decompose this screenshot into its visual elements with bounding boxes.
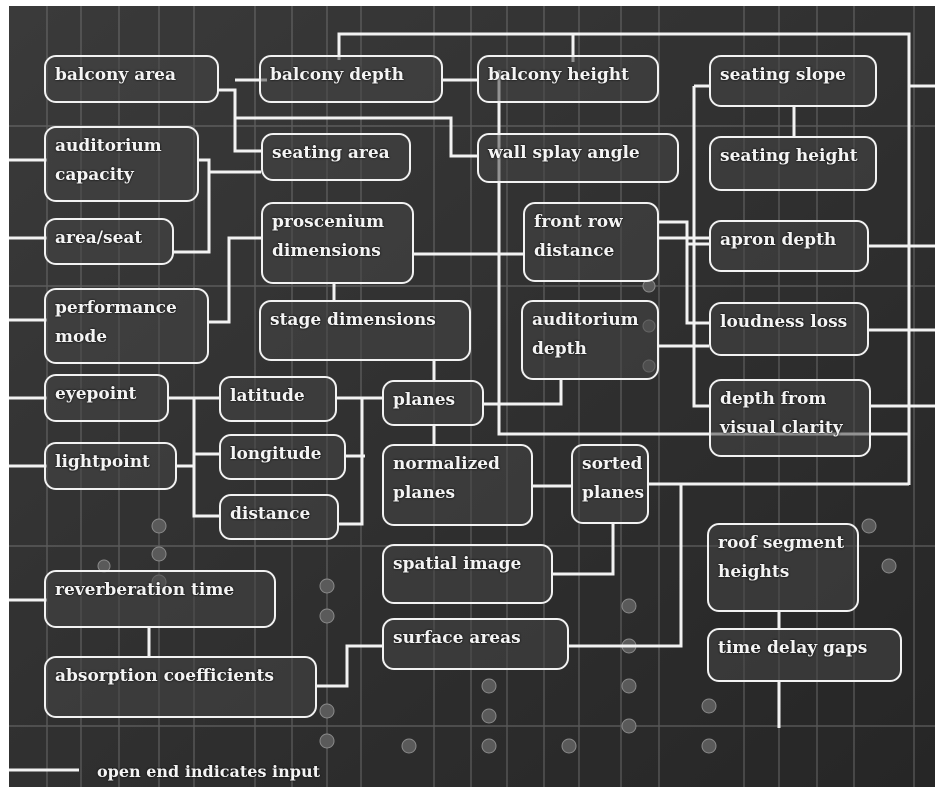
area-seat-node: area/seat: [44, 218, 174, 265]
loudness-loss-node: loudness loss: [709, 302, 869, 356]
balcony-area-node: balcony area: [44, 55, 219, 103]
distance-node: distance: [219, 494, 339, 540]
spatial-image-node: spatial image: [382, 544, 553, 604]
longitude-node: longitude: [219, 434, 346, 480]
auditorium-capacity-node: auditorium capacity: [44, 126, 199, 202]
legend-text: open end indicates input: [97, 762, 320, 781]
stage-dimensions-node: stage dimensions: [259, 300, 471, 361]
proscenium-dimensions-node: proscenium dimensions: [261, 202, 414, 284]
wall-splay-angle-node: wall splay angle: [477, 133, 679, 183]
seating-area-node: seating area: [261, 133, 411, 181]
roof-segment-heights-node: roof segment heights: [707, 523, 859, 612]
performance-mode-node: performance mode: [44, 288, 209, 364]
front-row-distance-node: front row distance: [523, 202, 659, 282]
lightpoint-node: lightpoint: [44, 442, 177, 490]
latitude-node: latitude: [219, 376, 337, 422]
eyepoint-node: eyepoint: [44, 374, 169, 422]
absorption-coefficients-node: absorption coefficients: [44, 656, 317, 718]
apron-depth-node: apron depth: [709, 220, 869, 272]
circuit-board-diagram: balcony area balcony depth balcony heigh…: [9, 6, 935, 787]
auditorium-depth-node: auditorium depth: [521, 300, 659, 380]
balcony-depth-node: balcony depth: [259, 55, 443, 103]
depth-visual-clarity-node: depth from visual clarity: [709, 379, 871, 457]
sorted-planes-node: sorted planes: [571, 444, 649, 524]
seating-height-node: seating height: [709, 136, 877, 191]
seating-slope-node: seating slope: [709, 55, 877, 107]
normalized-planes-node: normalized planes: [382, 444, 533, 526]
reverberation-time-node: reverberation time: [44, 570, 276, 628]
time-delay-gaps-node: time delay gaps: [707, 628, 902, 682]
planes-node: planes: [382, 380, 484, 426]
balcony-height-node: balcony height: [477, 55, 659, 103]
surface-areas-node: surface areas: [382, 618, 569, 670]
